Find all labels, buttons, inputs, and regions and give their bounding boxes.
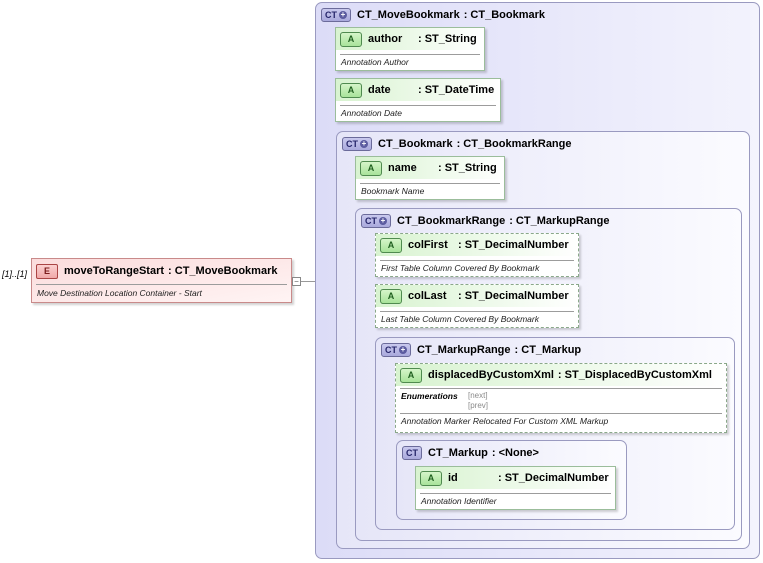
attribute-doc: First Table Column Covered By Bookmark [381,263,540,273]
attribute-icon: A [380,288,402,304]
ct-markuprange-name: CT_MarkupRange [417,344,511,356]
ct-bookmarkrange-name: CT_BookmarkRange [397,215,506,227]
attribute-name: id [448,472,458,484]
attribute-author[interactable]: A author : ST_String Annotation Author [335,27,485,71]
attribute-type: : ST_DisplacedByCustomXml [557,369,712,381]
attribute-type: : ST_DecimalNumber [458,239,569,251]
attribute-collast[interactable]: A colLast : ST_DecimalNumber Last Table … [375,284,579,328]
element-icon: E [36,263,58,279]
attribute-doc: Annotation Author [341,57,409,67]
attribute-icon: A [400,367,422,383]
attribute-name: colFirst [408,239,448,251]
attribute-id[interactable]: A id : ST_DecimalNumber Annotation Ident… [415,466,616,510]
root-element-name: moveToRangeStart [64,265,165,277]
attribute-icon: A [380,237,402,253]
ct-bookmark-base: : CT_BookmarkRange [456,138,572,150]
root-element-doc: Move Destination Location Container - St… [37,288,202,298]
enumerations-label: Enumerations [401,391,458,401]
complex-type-icon: CT+ [381,343,411,357]
attribute-date[interactable]: A date : ST_DateTime Annotation Date [335,78,501,122]
attribute-doc: Annotation Marker Relocated For Custom X… [401,416,609,426]
attribute-type: : ST_DecimalNumber [498,472,609,484]
attribute-type: : ST_String [418,33,477,45]
collapse-icon: − [294,277,299,286]
attribute-name: name [388,162,417,174]
attribute-name: colLast [408,290,447,302]
root-element-type: : CT_MoveBookmark [168,265,278,277]
ct-movebookmark-base: : CT_Bookmark [463,9,545,21]
attribute-doc: Annotation Date [341,108,402,118]
attribute-name: displacedByCustomXml [428,369,554,381]
ct-movebookmark-name: CT_MoveBookmark [357,9,460,21]
multiplicity-label: [1]..[1] [2,269,28,279]
attribute-type: : ST_DecimalNumber [458,290,569,302]
attribute-name: author [368,33,403,45]
ct-markup-base: : <None> [491,447,539,459]
ct-bookmarkrange-base: : CT_MarkupRange [509,215,610,227]
complex-type-icon: CT+ [361,214,391,228]
attribute-displacedbycustomxml[interactable]: A displacedByCustomXml : ST_DisplacedByC… [395,363,727,433]
complex-type-icon: CT+ [342,137,372,151]
attribute-name: date [368,84,391,96]
attribute-icon: A [360,160,382,176]
enum-value-next: [next] [468,391,488,400]
attribute-name-box[interactable]: A name : ST_String Bookmark Name [355,156,505,200]
attribute-icon: A [340,31,362,47]
root-connector [300,281,325,282]
collapse-toggle[interactable]: − [292,277,301,286]
attribute-doc: Annotation Identifier [421,496,497,506]
enum-value-prev: [prev] [468,401,489,410]
ct-markuprange-base: : CT_Markup [514,344,582,356]
attribute-colfirst[interactable]: A colFirst : ST_DecimalNumber First Tabl… [375,233,579,277]
complex-type-icon: CT+ [321,8,351,22]
complex-type-icon: CT [402,446,422,460]
attribute-type: : ST_DateTime [418,84,495,96]
root-element-box[interactable]: E moveToRangeStart : CT_MoveBookmark Mov… [31,258,292,303]
attribute-icon: A [420,470,442,486]
attribute-doc: Last Table Column Covered By Bookmark [381,314,539,324]
ct-markup-name: CT_Markup [428,447,488,459]
attribute-doc: Bookmark Name [361,186,425,196]
attribute-type: : ST_String [438,162,497,174]
ct-bookmark-name: CT_Bookmark [378,138,453,150]
attribute-icon: A [340,82,362,98]
